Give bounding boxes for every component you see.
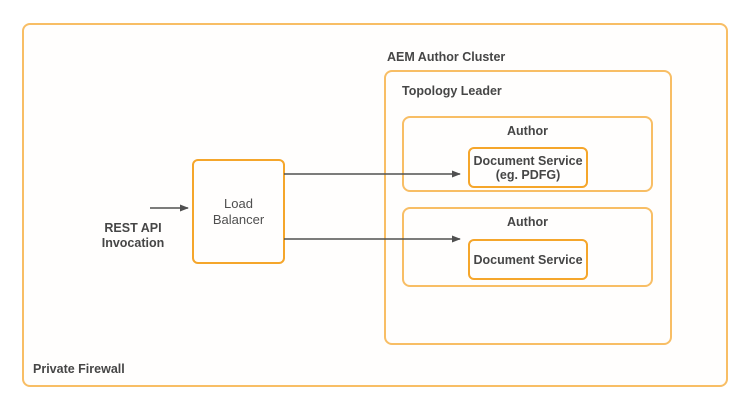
rest-api-line2: Invocation (101, 236, 165, 250)
private-firewall-box: Private Firewall REST API Invocation Loa… (22, 23, 728, 387)
load-balancer-line2: Balancer (212, 211, 265, 227)
document-service-box-1: Document Service (eg. PDFG) (468, 147, 588, 188)
document-service-box-2: Document Service (468, 239, 588, 280)
topology-leader-box: Topology Leader Author Document Service … (384, 70, 672, 345)
author-label-2: Author (507, 215, 548, 229)
author-label-1: Author (507, 124, 548, 138)
document-service-1-line1: Document Service (473, 153, 583, 168)
load-balancer-line1: Load (224, 195, 253, 211)
aem-author-cluster-label: AEM Author Cluster (387, 50, 506, 64)
rest-api-line1: REST API (104, 221, 162, 235)
rest-api-invocation-label: REST API Invocation (83, 221, 183, 251)
load-balancer-box: Load Balancer (192, 159, 285, 264)
document-service-1-line2: (eg. PDFG) (495, 167, 561, 182)
author-box-2: Author Document Service (402, 207, 653, 287)
document-service-2-line1: Document Service (473, 252, 583, 267)
author-box-1: Author Document Service (eg. PDFG) (402, 116, 653, 192)
topology-leader-label: Topology Leader (402, 84, 502, 98)
load-balancer-label: Load Balancer (213, 196, 264, 228)
private-firewall-label: Private Firewall (33, 362, 125, 376)
